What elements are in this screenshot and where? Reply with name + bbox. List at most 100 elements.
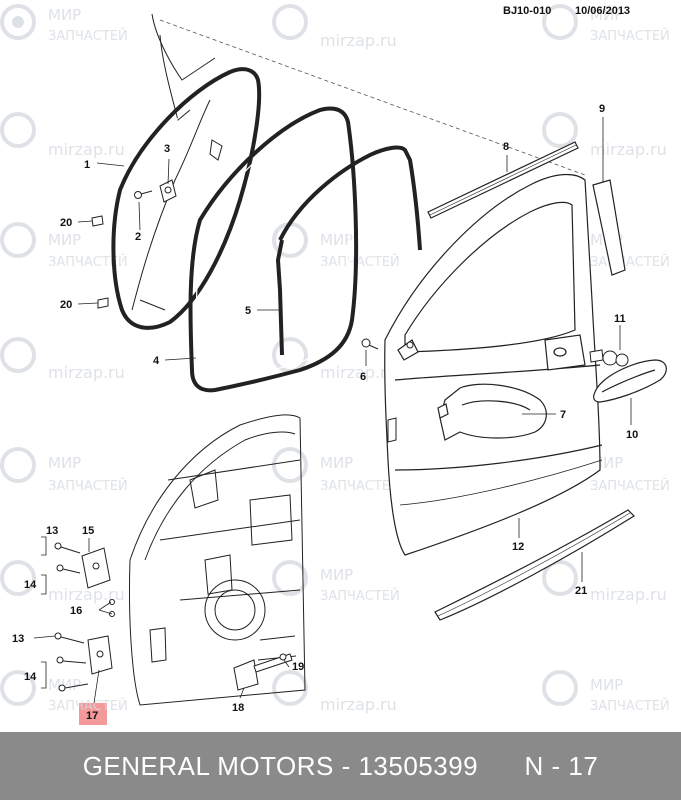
highlighted-callout-background	[79, 703, 107, 725]
watermark-brand: ЗАПЧАСТЕЙ	[320, 588, 400, 604]
footer-gap	[478, 751, 524, 782]
part-1-inner-line	[120, 77, 254, 321]
part-9-applique	[592, 179, 626, 276]
watermark-brand: МИР	[590, 6, 623, 24]
pillar-bracket	[209, 139, 223, 161]
watermark-logo: mirzap.ru	[542, 560, 667, 604]
footer-separator: -	[333, 750, 359, 781]
body-pillar	[131, 13, 216, 311]
watermark-brand: МИР	[48, 6, 81, 24]
watermark-logo: МИР ЗАПЧАСТЕЙ	[0, 222, 128, 270]
watermark-brand: МИР	[320, 231, 353, 249]
callout-1: 1	[84, 159, 90, 171]
watermark-brand: МИР	[320, 566, 353, 584]
watermark-site: mirzap.ru	[48, 585, 125, 604]
callout-2: 2	[135, 231, 141, 243]
watermark-brand: ЗАПЧАСТЕЙ	[48, 28, 128, 44]
part-19-check-bolt	[279, 653, 287, 661]
watermark-brand: МИР	[48, 231, 81, 249]
callout-20: 20	[60, 299, 72, 311]
part-17-lower-hinge	[87, 635, 113, 675]
callout-labels: 1 3 2 20 20 4 5 6 8 9 11 10 7 12 21 13 1…	[12, 103, 638, 722]
callout-6: 6	[360, 371, 366, 383]
part-5-window-seal	[278, 145, 422, 251]
callout-7: 7	[560, 409, 566, 421]
part-7-mirror	[437, 383, 547, 441]
watermark-logo: МИР ЗАПЧАСТЕЙ	[542, 4, 670, 44]
callout-12: 12	[512, 541, 524, 553]
diagram-date: 10/06/2013	[575, 5, 630, 17]
part-1-body-weatherstrip	[111, 67, 262, 330]
callout-9: 9	[599, 103, 605, 115]
door-hole	[406, 341, 414, 349]
callout-5: 5	[245, 305, 251, 317]
watermark-logo: МИР ЗАПЧАСТЕЙ	[272, 222, 400, 270]
callout-18: 18	[232, 702, 244, 714]
part-3-latch	[159, 179, 177, 203]
watermark-layer: МИР ЗАПЧАСТЕЙ mirzap.ru МИР ЗАПЧАСТЕЙ mi…	[0, 4, 670, 714]
watermark-brand: ЗАПЧАСТЕЙ	[48, 698, 128, 714]
watermark-logo: mirzap.ru	[272, 337, 397, 382]
footer-part-number: 13505399	[358, 750, 479, 781]
watermark-logo: mirzap.ru	[0, 337, 125, 382]
callout-4: 4	[153, 355, 160, 367]
footer-brand: GENERAL MOTORS	[82, 750, 334, 781]
part-2-screw	[134, 190, 153, 199]
watermark-site: mirzap.ru	[320, 363, 397, 382]
watermark-logo: mirzap.ru	[542, 112, 667, 159]
watermark-brand: ЗАПЧАСТЕЙ	[48, 478, 128, 494]
callout-15: 15	[82, 525, 94, 537]
part-21-lower-molding	[434, 509, 635, 621]
watermark-brand: ЗАПЧАСТЕЙ	[590, 478, 670, 494]
callout-13: 13	[46, 525, 58, 537]
watermark-brand: ЗАПЧАСТЕЙ	[590, 28, 670, 44]
callout-14: 14	[24, 579, 37, 591]
part-11-lock-cylinder	[589, 349, 629, 367]
watermark-site: mirzap.ru	[320, 31, 397, 50]
callout-8: 8	[503, 141, 509, 153]
part-10-outside-handle	[593, 359, 667, 403]
watermark-site: mirzap.ru	[590, 140, 667, 159]
watermark-site: mirzap.ru	[590, 585, 667, 604]
inner-door-assembly	[128, 414, 306, 706]
watermark-logo: mirzap.ru	[0, 112, 125, 159]
watermark-brand: МИР	[48, 676, 81, 694]
callout-11: 11	[614, 313, 626, 325]
diagram-doc-id: BJ10-010	[503, 5, 551, 17]
part-4-door-weatherstrip	[188, 106, 359, 393]
watermark-brand: ЗАПЧАСТЕЙ	[590, 698, 670, 714]
part-15-upper-hinge	[81, 547, 111, 589]
part-20-clip-lower	[97, 297, 109, 309]
watermark-brand: МИР	[590, 676, 623, 694]
callout-19: 19	[292, 661, 304, 673]
watermark-site: mirzap.ru	[320, 695, 397, 714]
part-4-inner-line	[195, 115, 351, 385]
part-20-clip-upper	[91, 215, 104, 227]
hinge-bolts	[54, 542, 115, 692]
watermark-site: mirzap.ru	[48, 140, 125, 159]
watermark-logo: mirzap.ru	[272, 4, 397, 50]
callout-20: 20	[60, 217, 72, 229]
parts-diagram: МИР ЗАПЧАСТЕЙ mirzap.ru МИР ЗАПЧАСТЕЙ mi…	[0, 4, 670, 722]
part-8-ridge	[429, 144, 577, 216]
callout-21: 21	[575, 585, 587, 597]
part-6-bolt	[361, 338, 379, 350]
leader-lines	[33, 117, 632, 704]
door-lock-pocket	[387, 417, 397, 443]
callout-17: 17	[86, 710, 98, 722]
watermark-brand: ЗАПЧАСТЕЙ	[590, 254, 670, 270]
watermark-brand: ЗАПЧАСТЕЙ	[320, 478, 400, 494]
callout-14: 14	[24, 671, 37, 683]
watermark-site: mirzap.ru	[48, 363, 125, 382]
watermark-logo: mirzap.ru	[0, 560, 125, 604]
part-21-ridge	[437, 512, 631, 617]
watermark-logo: МИР ЗАПЧАСТЕЙ	[0, 447, 128, 494]
part-12-door-shell	[384, 174, 603, 556]
watermark-logo: МИР ЗАПЧАСТЕЙ	[272, 560, 400, 604]
watermark-brand: ЗАПЧАСТЕЙ	[48, 254, 128, 270]
watermark-brand: ЗАПЧАСТЕЙ	[320, 254, 400, 270]
watermark-logo: mirzap.ru	[272, 670, 397, 714]
watermark-logo: МИР ЗАПЧАСТЕЙ	[272, 447, 400, 494]
callout-13: 13	[12, 633, 24, 645]
watermark-logo: МИР ЗАПЧАСТЕЙ	[0, 670, 128, 714]
